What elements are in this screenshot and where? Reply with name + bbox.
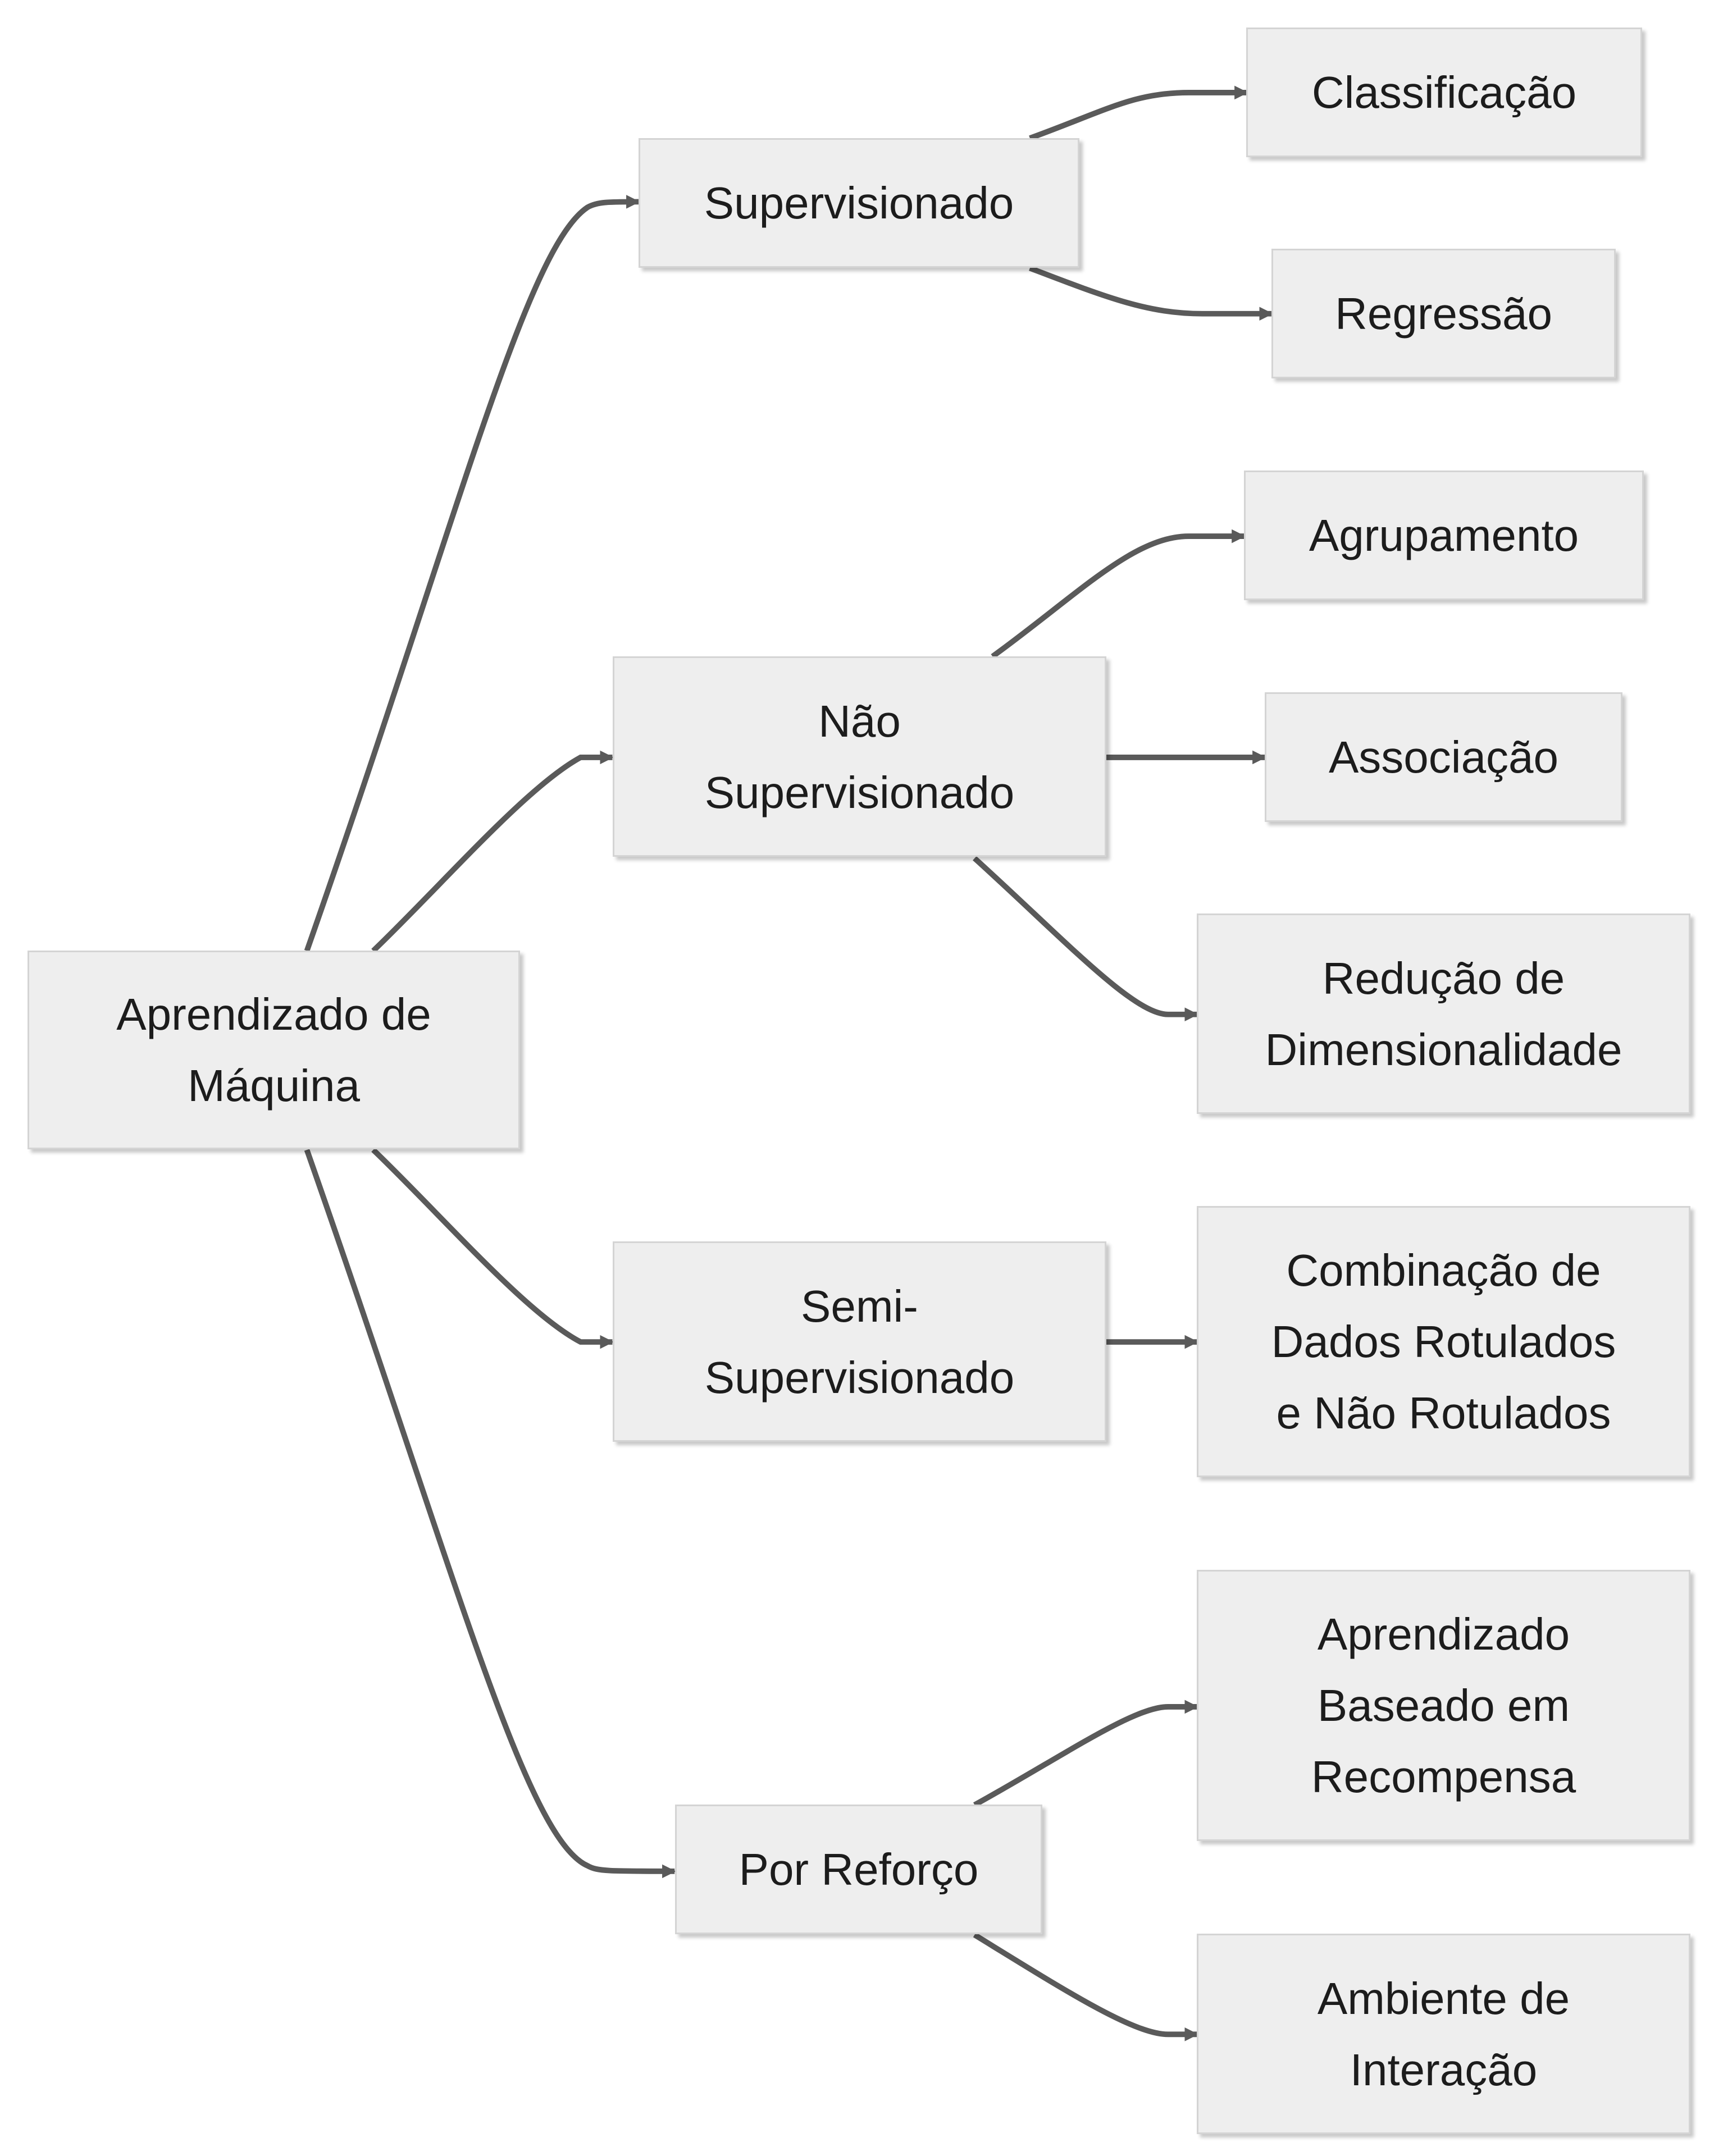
node-regression: Regressão (1271, 249, 1616, 378)
node-semi-supervised: Semi- Supervisionado (613, 1241, 1106, 1442)
node-classification: Classificação (1246, 28, 1642, 157)
edge-supervised-classification (1029, 85, 1248, 141)
edge-reinforcement-reward (973, 1700, 1199, 1808)
edge-root-unsupervised (371, 750, 614, 953)
node-reward-based-learning: Aprendizado Baseado em Recompensa (1197, 1570, 1690, 1841)
node-interaction-environment: Ambiente de Interação (1197, 1934, 1690, 2134)
node-clustering: Agrupamento (1244, 471, 1644, 600)
node-machine-learning: Aprendizado de Máquina (28, 951, 520, 1149)
edge-root-supervised (304, 195, 640, 952)
node-reinforcement: Por Reforço (675, 1805, 1042, 1934)
node-dimensionality-reduction: Redução de Dimensionalidade (1197, 913, 1690, 1114)
edge-unsupervised-dimreduction (973, 856, 1199, 1022)
edge-reinforcement-environment (973, 1932, 1199, 2041)
node-association: Associação (1265, 692, 1622, 822)
node-supervised: Supervisionado (639, 138, 1079, 268)
edge-root-reinforcement (304, 1149, 676, 1879)
node-labeled-unlabeled-data: Combinação de Dados Rotulados e Não Rotu… (1197, 1206, 1690, 1477)
node-unsupervised: Não Supervisionado (613, 656, 1106, 857)
edge-root-semi (371, 1148, 614, 1349)
edge-supervised-regression (1029, 265, 1274, 321)
edge-unsupervised-clustering (991, 529, 1246, 659)
